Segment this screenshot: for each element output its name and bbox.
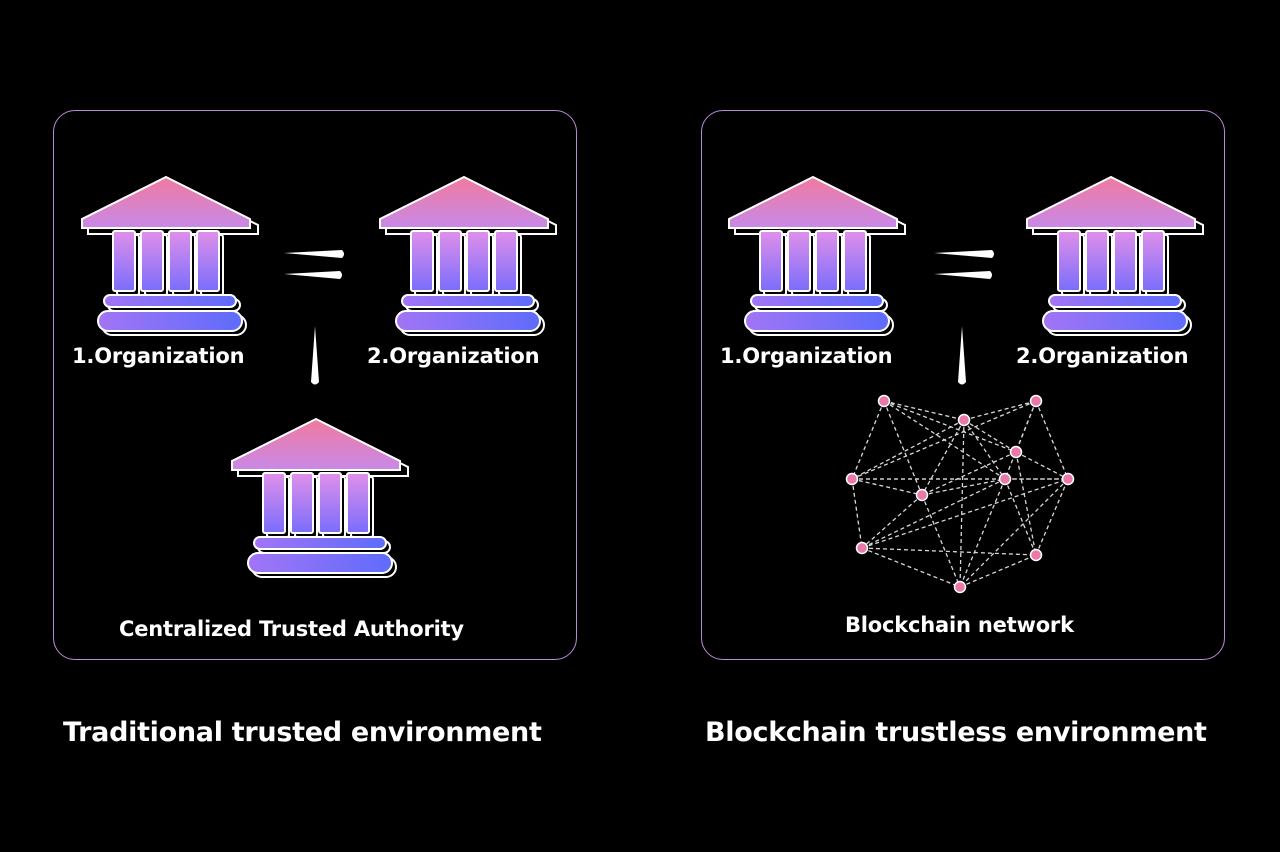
network-edge	[921, 419, 965, 496]
bank-icon-authority	[231, 418, 409, 578]
traditional-caption: Traditional trusted environment	[63, 717, 542, 748]
network-node	[1009, 445, 1023, 459]
network-edge	[861, 547, 1037, 556]
equals-connector-left	[284, 250, 344, 279]
network-edge	[851, 478, 923, 496]
network-label: Blockchain network	[845, 613, 1074, 637]
network-node	[1029, 394, 1043, 408]
network-node	[915, 488, 929, 502]
equals-connector-right	[934, 250, 994, 279]
network-edge	[959, 419, 965, 588]
network-node	[1061, 472, 1075, 486]
network-edge	[963, 419, 1017, 453]
network-edge	[959, 478, 1006, 588]
network-edge	[921, 451, 1017, 496]
network-node	[957, 413, 971, 427]
network-node	[1029, 548, 1043, 562]
network-node	[845, 472, 859, 486]
vertical-connector-right	[958, 326, 966, 385]
vertical-connector-left	[311, 326, 319, 385]
network-edge	[1035, 400, 1069, 480]
network-node	[877, 394, 891, 408]
network-node	[953, 580, 967, 594]
org1-label-right: 1.Organization	[720, 344, 893, 368]
blockchain-caption: Blockchain trustless environment	[705, 717, 1207, 748]
network-edge	[851, 400, 885, 480]
network-edge	[851, 478, 863, 549]
network-edge	[861, 478, 1006, 549]
bank-icon-org1-right	[728, 176, 906, 336]
network-edge	[883, 400, 1017, 453]
org2-label-right: 2.Organization	[1016, 344, 1189, 368]
network-edge	[921, 494, 961, 588]
network-edge	[851, 400, 1037, 480]
network-edge	[921, 478, 1006, 496]
network-edge	[1015, 451, 1069, 480]
authority-label: Centralized Trusted Authority	[119, 617, 464, 641]
network-graph-icon	[845, 394, 1075, 594]
network-edge	[861, 478, 1069, 549]
network-edge	[1035, 478, 1069, 556]
network-edge	[963, 419, 1006, 480]
network-edge	[963, 400, 1037, 421]
network-node	[855, 541, 869, 555]
network-edge	[959, 478, 1069, 588]
network-edge	[861, 547, 961, 588]
network-edge	[1004, 478, 1037, 556]
bank-icon-org2-left	[379, 176, 557, 336]
network-edge	[851, 419, 965, 480]
network-node	[998, 472, 1012, 486]
network-edge	[1015, 451, 1037, 556]
org1-label-left: 1.Organization	[72, 344, 245, 368]
network-edge	[883, 400, 923, 496]
org2-label-left: 2.Organization	[367, 344, 540, 368]
network-edge	[861, 494, 923, 549]
bank-icon-org1-left	[81, 176, 259, 336]
bank-icon-org2-right	[1026, 176, 1204, 336]
